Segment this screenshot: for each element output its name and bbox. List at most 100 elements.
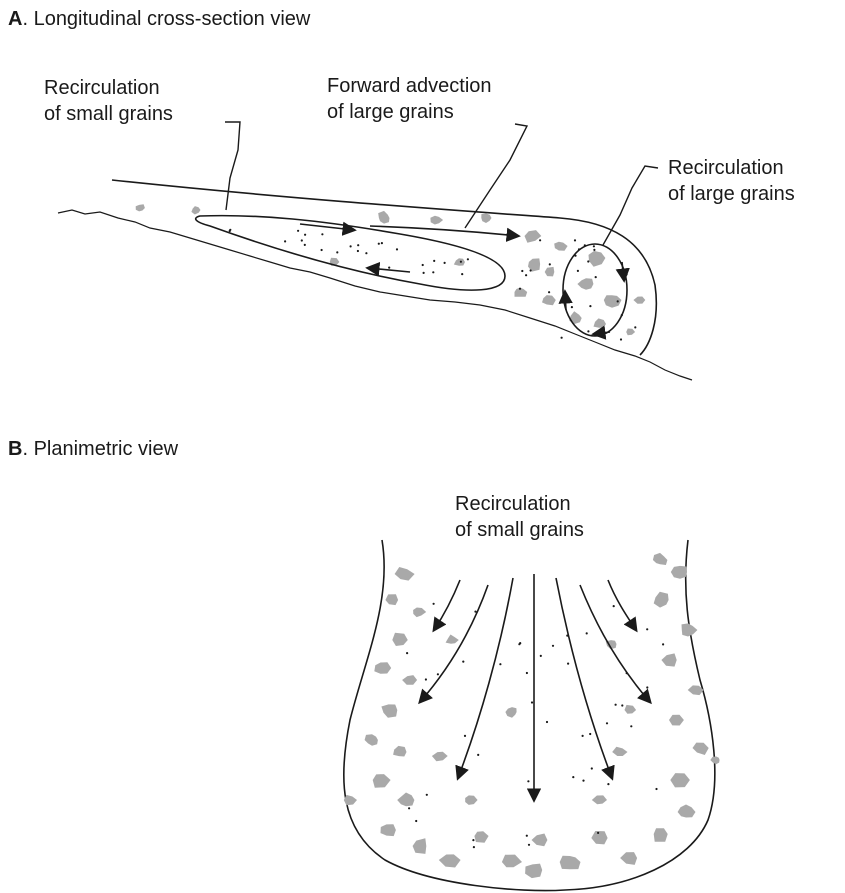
sand-grain <box>473 846 475 848</box>
radial-arrow-3 <box>458 578 513 778</box>
fine-grains-longitudinal <box>229 229 637 341</box>
sand-grain <box>406 652 408 654</box>
gravel-clast <box>474 831 488 842</box>
sand-grain <box>548 291 550 293</box>
sand-grain <box>284 240 286 242</box>
gravel-clast <box>710 756 719 764</box>
sand-grain <box>467 258 469 260</box>
sand-grain <box>606 722 608 724</box>
sand-grain <box>297 230 299 232</box>
sand-grain <box>396 248 398 250</box>
bed-profile <box>58 210 692 380</box>
sand-grain <box>572 776 574 778</box>
sand-grain <box>630 725 632 727</box>
fine-grains-planimetric <box>406 603 664 849</box>
grains-planimetric <box>344 553 720 878</box>
sand-grain <box>595 276 597 278</box>
gravel-clast <box>432 752 448 762</box>
gravel-clast <box>633 297 645 304</box>
gravel-clast <box>378 211 389 224</box>
sand-grain <box>546 721 548 723</box>
gravel-clast <box>678 805 696 818</box>
sand-grain <box>530 269 532 271</box>
sand-grain <box>229 229 231 231</box>
sand-grain <box>423 272 425 274</box>
gravel-clast <box>413 608 426 618</box>
sand-grain <box>433 260 435 262</box>
sand-grain <box>525 274 527 276</box>
gravel-clast <box>577 278 593 289</box>
sand-grain <box>531 701 533 703</box>
gravel-clast <box>654 828 668 842</box>
sand-grain <box>518 643 520 645</box>
sand-grain <box>607 783 609 785</box>
sand-grain <box>426 794 428 796</box>
sand-grain <box>433 603 435 605</box>
gravel-clast <box>136 204 145 211</box>
leader-small-grain-recirculation <box>225 122 240 210</box>
sand-grain <box>587 330 589 332</box>
gravel-clast <box>626 329 635 336</box>
sand-grain <box>571 306 573 308</box>
gravel-clast <box>594 318 607 327</box>
sand-grain <box>499 663 501 665</box>
gravel-clast <box>446 635 459 644</box>
sand-grain <box>552 645 554 647</box>
sand-grain <box>539 239 541 241</box>
sand-grain <box>519 288 521 290</box>
forward-advection-arrow <box>370 226 518 236</box>
sand-grain <box>460 261 462 263</box>
gravel-clast <box>654 592 669 608</box>
gravel-clast <box>682 623 698 636</box>
sand-grain <box>378 243 380 245</box>
large-loop-arrow-left <box>594 332 610 334</box>
gravel-clast <box>671 566 687 579</box>
sand-grain <box>422 264 424 266</box>
sand-grain <box>593 249 595 251</box>
large-loop-arrow-up <box>565 292 566 310</box>
sand-grain <box>620 338 622 340</box>
sand-grain <box>597 832 599 834</box>
gravel-clast <box>620 852 637 865</box>
sand-grain <box>408 807 410 809</box>
gravel-clast <box>528 258 540 271</box>
sand-grain <box>540 655 542 657</box>
sand-grain <box>304 234 306 236</box>
gravel-clast <box>560 856 581 870</box>
sand-grain <box>617 300 619 302</box>
sand-grain <box>634 326 636 328</box>
gravel-clast <box>385 594 398 605</box>
sand-grain <box>357 244 359 246</box>
gravel-clast <box>532 834 548 847</box>
gravel-clast <box>670 773 690 787</box>
sand-grain <box>615 704 617 706</box>
sand-grain <box>321 233 323 235</box>
gravel-clast <box>525 230 542 243</box>
gravel-clast <box>592 795 607 804</box>
sand-grain <box>561 337 563 339</box>
sand-grain <box>577 270 579 272</box>
sand-grain <box>655 788 657 790</box>
sand-grain <box>587 260 589 262</box>
gravel-clast <box>191 206 200 214</box>
sand-grain <box>527 780 529 782</box>
gravel-clast <box>465 795 477 805</box>
radial-arrow-2 <box>420 585 488 702</box>
gravel-clast <box>365 734 378 746</box>
sand-grain <box>582 735 584 737</box>
longitudinal-section <box>58 122 692 380</box>
sand-grain <box>586 632 588 634</box>
sand-grain <box>526 672 528 674</box>
sand-grain <box>662 643 664 645</box>
sand-grain <box>464 735 466 737</box>
sand-grain <box>593 245 595 247</box>
sand-grain <box>549 263 551 265</box>
gravel-clast <box>625 705 637 714</box>
gravel-clast <box>653 553 668 565</box>
sand-grain <box>462 661 464 663</box>
sand-grain <box>526 835 528 837</box>
radial-arrow-7 <box>608 580 636 630</box>
gravel-clast <box>381 704 397 717</box>
